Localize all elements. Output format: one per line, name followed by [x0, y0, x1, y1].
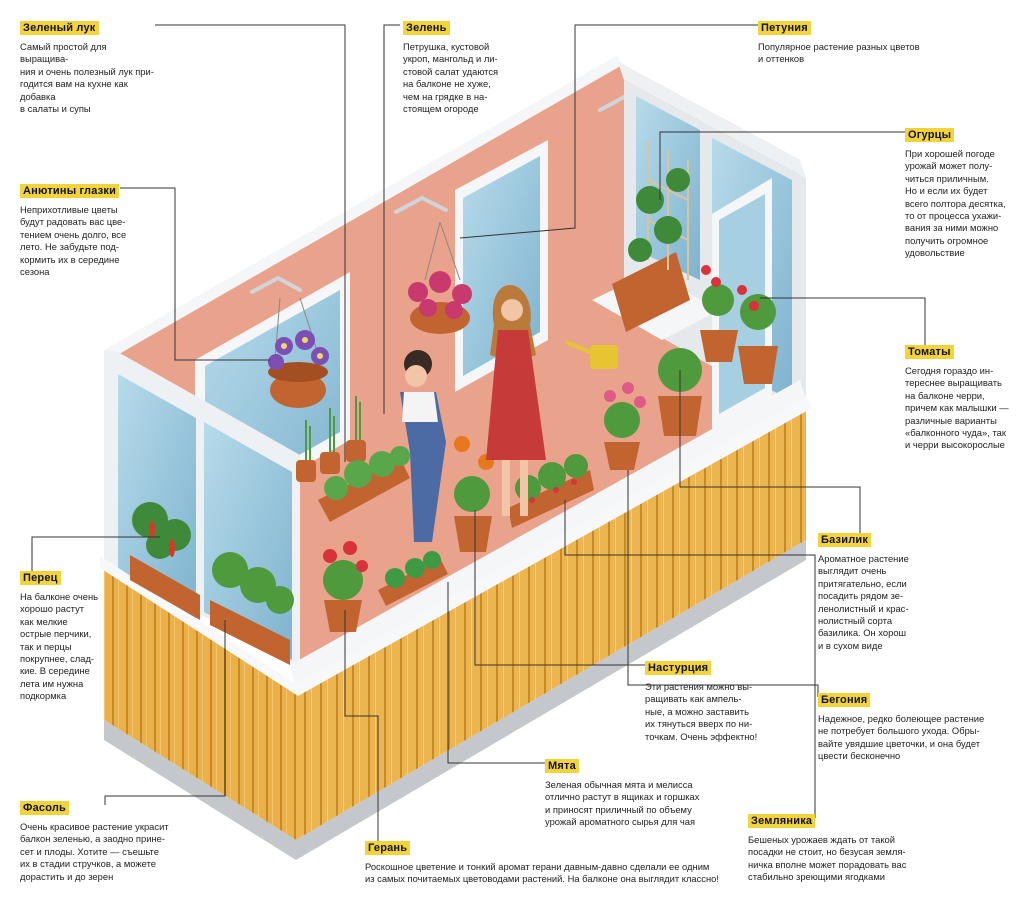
- label-beans-title: Фасоль: [20, 801, 70, 815]
- label-nasturtium-title: Настурция: [645, 661, 712, 675]
- label-begonia-title: Бегония: [818, 693, 871, 707]
- label-strawberry: Земляника Бешеных урожаев ждать от такой…: [748, 811, 938, 884]
- label-petunia: Петуния Популярное растение разных цвето…: [758, 18, 928, 66]
- label-begonia: Бегония Надежное, редко болеющее растени…: [818, 690, 1018, 763]
- label-greens-title: Зелень: [403, 21, 450, 35]
- label-onion-title: Зеленый лук: [20, 21, 99, 35]
- label-mint-title: Мята: [545, 759, 579, 773]
- label-tomato: Томаты Сегодня гораздо ин-тереснее выращ…: [905, 342, 1020, 452]
- label-tomato-title: Томаты: [905, 345, 954, 359]
- label-cucumber-title: Огурцы: [905, 128, 955, 142]
- label-geranium-title: Герань: [365, 841, 411, 855]
- label-onion: Зеленый лук Самый простой для выращива-н…: [20, 18, 155, 115]
- label-basil-title: Базилик: [818, 533, 872, 547]
- label-geranium-text: Роскошное цветение и тонкий аромат геран…: [365, 861, 719, 885]
- label-nasturtium-text: Эти растения можно вы-ращивать как ампел…: [645, 681, 758, 742]
- label-strawberry-title: Земляника: [748, 814, 816, 828]
- label-nasturtium: Настурция Эти растения можно вы-ращивать…: [645, 658, 770, 743]
- label-onion-text: Самый простой для выращива-ния и очень п…: [20, 41, 154, 115]
- label-pansy-title: Анютины глазки: [20, 184, 120, 198]
- label-geranium: Герань Роскошное цветение и тонкий арома…: [365, 838, 745, 886]
- label-petunia-title: Петуния: [758, 21, 811, 35]
- label-pepper-title: Перец: [20, 571, 61, 585]
- people: [400, 285, 546, 542]
